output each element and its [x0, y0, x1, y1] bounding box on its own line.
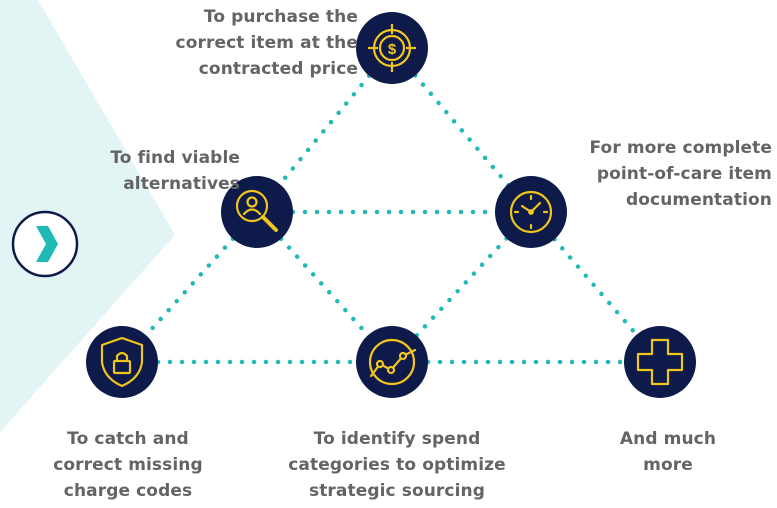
medical-cross-icon	[636, 338, 684, 386]
clock-icon	[509, 190, 553, 234]
label-left: To find viable alternatives	[110, 148, 240, 194]
side-panel	[0, 0, 175, 432]
trend-line-icon	[368, 338, 417, 386]
svg-text:$: $	[388, 41, 397, 58]
node-top: $	[356, 12, 428, 84]
shield-lock-icon	[100, 336, 144, 388]
next-button[interactable]	[11, 210, 79, 278]
node-left	[221, 176, 293, 248]
chevron-right-icon	[36, 226, 58, 262]
label-bottom-center: To identify spend categories to optimize…	[288, 429, 506, 501]
node-right	[495, 176, 567, 248]
node-bottom-left	[86, 326, 158, 398]
label-right: For more complete point-of-care item doc…	[589, 138, 772, 210]
label-bottom-right: And much more	[619, 429, 717, 475]
person-search-icon	[235, 189, 278, 232]
node-bottom-right	[624, 326, 696, 398]
label-bottom-left: To catch and correct missing charge code…	[53, 429, 203, 501]
node-bottom-center	[356, 326, 428, 398]
target-dollar-icon	[368, 24, 416, 72]
label-top: To purchase the correct item at the cont…	[175, 7, 358, 79]
